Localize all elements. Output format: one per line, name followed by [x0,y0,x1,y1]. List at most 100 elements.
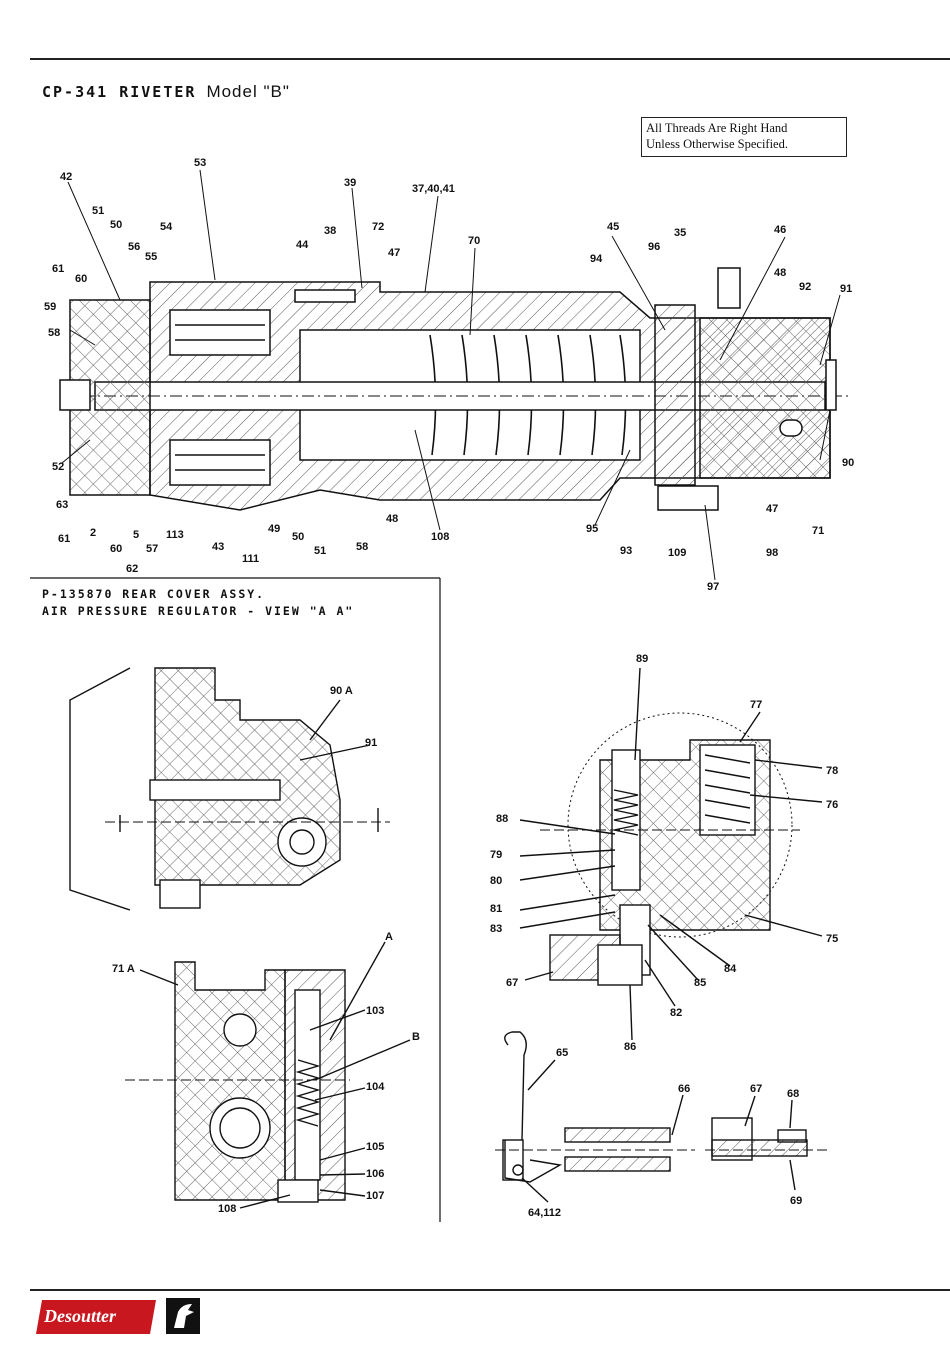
part-label: 90 A [330,685,353,697]
part-label: 90 [842,457,854,469]
detail-71a-labels: 71 A A 103 B 104 105 106 107 108 [112,931,420,1215]
part-label: 37,40,41 [412,183,455,195]
page-title: CP-341 RIVETER Model "B" [42,82,290,102]
part-label: 39 [344,177,356,189]
caption-line-1: P-135870 REAR COVER ASSY. [42,587,266,601]
part-label: 64,112 [528,1207,561,1219]
part-label: 108 [431,531,449,543]
part-label: 57 [146,543,158,555]
part-label: 60 [110,543,122,555]
detail-71a-drawing [125,941,411,1209]
model-text: Model "B" [206,82,290,101]
brand-name: Desoutter [44,1306,116,1326]
part-label: 59 [44,301,56,313]
part-label: 2 [90,527,96,539]
part-label: 113 [166,529,184,541]
part-label: 38 [324,225,336,237]
part-label: 53 [194,157,206,169]
threads-note: All Threads Are Right Hand Unless Otherw… [641,117,847,157]
part-label: 68 [787,1088,799,1100]
part-label: 60 [75,273,87,285]
part-label: A [385,931,393,943]
part-label: 78 [826,765,838,777]
part-label: 62 [126,563,138,575]
part-label: 43 [212,541,224,553]
part-label: 92 [799,281,811,293]
caption-line-2: AIR PRESSURE REGULATOR - VIEW "A A" [42,604,355,618]
part-label: 98 [766,547,778,559]
handle-labels: 65 66 67 68 69 64,112 [528,1047,802,1219]
part-label: 61 [58,533,70,545]
note-line-2: Unless Otherwise Specified. [646,137,788,151]
part-label: 51 [92,205,104,217]
horse-emblem-icon [166,1298,200,1334]
bottom-rule [30,1289,950,1291]
part-label: 97 [707,581,719,593]
regulator-labels: 89 77 78 76 88 79 80 81 83 75 67 85 84 8… [490,653,838,1053]
note-line-1: All Threads Are Right Hand [646,121,788,135]
part-label: 71 A [112,963,135,975]
regulator-drawing [519,667,823,1041]
main-leaders [61,169,841,581]
part-label: 70 [468,235,480,247]
part-label: 67 [506,977,518,989]
top-rule [30,58,950,60]
part-label: 80 [490,875,502,887]
part-label: 5 [133,529,139,541]
part-label: 67 [750,1083,762,1095]
part-label: 52 [52,461,64,473]
part-label: 51 [314,545,326,557]
part-label: 95 [586,523,598,535]
title-text: CP-341 RIVETER [42,83,197,101]
part-label: 63 [56,499,68,511]
part-label: 82 [670,1007,682,1019]
part-label: 65 [556,1047,568,1059]
part-label: B [412,1031,420,1043]
part-label: 48 [774,267,786,279]
part-label: 111 [242,553,259,565]
part-label: 84 [724,963,737,975]
part-label: 91 [840,283,852,295]
part-label: 50 [292,531,304,543]
part-label: 86 [624,1041,636,1053]
part-label: 69 [790,1195,802,1207]
part-label: 77 [750,699,762,711]
main-part-labels: 42 53 39 37,40,41 51 50 54 44 38 72 47 7… [44,157,854,593]
part-label: 103 [366,1005,384,1017]
part-label: 89 [636,653,648,665]
part-label: 49 [268,523,280,535]
part-label: 94 [590,253,603,265]
part-label: 96 [648,241,660,253]
handle-drawing [495,1031,830,1203]
part-label: 50 [110,219,122,231]
part-label: 48 [386,513,398,525]
part-label: 83 [490,923,502,935]
part-label: 72 [372,221,384,233]
part-label: 35 [674,227,686,239]
part-label: 105 [366,1141,384,1153]
part-label: 91 [365,737,377,749]
part-label: 108 [218,1203,236,1215]
view-aa-drawing [69,667,390,911]
part-label: 47 [388,247,400,259]
part-label: 93 [620,545,632,557]
part-label: 75 [826,933,838,945]
part-label: 55 [145,251,157,263]
part-label: 81 [490,903,502,915]
part-label: 44 [296,239,309,251]
part-label: 109 [668,547,686,559]
part-label: 47 [766,503,778,515]
part-label: 58 [356,541,368,553]
part-label: 61 [52,263,64,275]
part-label: 45 [607,221,619,233]
part-label: 79 [490,849,502,861]
view-aa-labels: 90 A 91 [330,685,377,749]
part-label: 76 [826,799,838,811]
part-label: 107 [366,1190,384,1202]
part-label: 46 [774,224,786,236]
part-label: 54 [160,221,173,233]
main-assembly-drawing [59,267,850,511]
part-label: 71 [812,525,824,537]
part-label: 104 [366,1081,385,1093]
